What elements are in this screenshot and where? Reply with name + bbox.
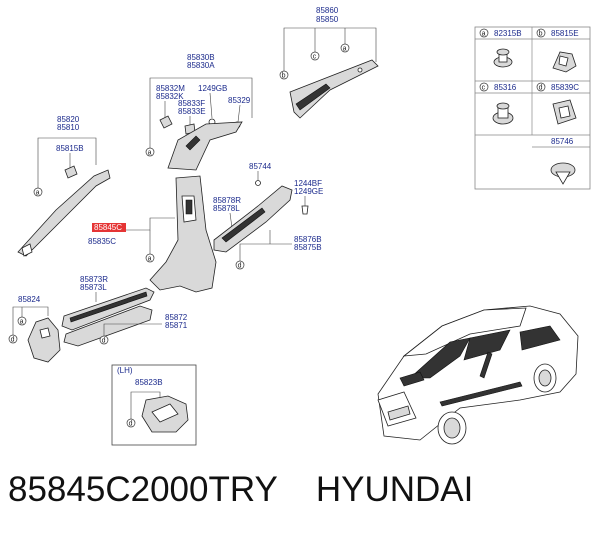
svg-text:b: b <box>539 31 543 38</box>
c-pillar-trim <box>289 59 379 119</box>
legend-letter-a: a <box>479 28 489 38</box>
kick-panel-label: 85824 <box>18 295 41 304</box>
callout-a-a-pillar: a <box>33 187 43 197</box>
callout-d-sill: d <box>99 335 109 345</box>
lh-box-label: 85823B <box>135 378 163 387</box>
svg-text:d: d <box>539 85 543 92</box>
rear-label-1244bf: 1244BF <box>294 179 322 188</box>
c-pillar-label-2: 85850 <box>316 15 339 24</box>
clip-85815e-drawing <box>552 51 577 73</box>
rear-label-1249ge: 1249GE <box>294 187 323 196</box>
brand-name: HYUNDAI <box>315 470 474 509</box>
svg-text:a: a <box>343 46 347 53</box>
b-upper-sub-3: 1249GB <box>198 84 227 93</box>
b-pillar-lower-trim <box>149 175 217 293</box>
sill-label-1: 85873R <box>80 275 108 284</box>
svg-text:d: d <box>102 338 106 345</box>
callout-d-kick: d <box>8 334 18 344</box>
car-illustration <box>377 305 579 445</box>
c-pillar-group: 85860 85850 b c a <box>279 6 379 119</box>
b-upper-sub-5: 85833E <box>178 107 206 116</box>
svg-text:c: c <box>482 85 486 92</box>
rear-label-85744: 85744 <box>249 162 272 171</box>
rear-label-85878l: 85878L <box>213 204 240 213</box>
legend-code-e: 85746 <box>551 137 574 146</box>
sill-label-4: 85871 <box>165 321 188 330</box>
callout-a-b-lower: a <box>145 253 155 263</box>
callout-a-c-pillar: a <box>340 43 350 53</box>
callout-a-b-upper: a <box>145 147 155 157</box>
legend-letter-b: b <box>536 28 546 38</box>
a-pillar-label-2: 85810 <box>57 123 80 132</box>
clip-85839c-drawing <box>552 99 577 125</box>
svg-text:b: b <box>282 73 286 80</box>
svg-text:d: d <box>11 337 15 344</box>
legend-letter-c: c <box>479 82 489 92</box>
clip-85746-drawing <box>550 162 576 185</box>
b-lower-label-2: 85835C <box>88 237 116 246</box>
rear-label-85876b: 85876B <box>294 235 322 244</box>
b-pillar-upper-trim <box>167 121 243 171</box>
svg-text:a: a <box>148 150 152 157</box>
callout-a-kick: a <box>17 316 27 326</box>
b-lower-label-highlight[interactable]: 85845C <box>94 223 122 232</box>
legend-code-d: 85839C <box>551 83 579 92</box>
callout-d-lh: d <box>126 418 136 428</box>
part-caption: 85845C2000TRY HYUNDAI <box>8 470 598 510</box>
svg-text:d: d <box>129 421 133 428</box>
rear-label-85875b: 85875B <box>294 243 322 252</box>
legend-code-c: 85316 <box>494 83 517 92</box>
a-pillar-label-1: 85820 <box>57 115 80 124</box>
callout-b-c-pillar: b <box>279 70 289 80</box>
rear-label-85878r: 85878R <box>213 196 241 205</box>
b-upper-label-1: 85830B <box>187 53 215 62</box>
svg-text:a: a <box>482 31 486 38</box>
b-upper-sub-1: 85832M <box>156 84 185 93</box>
clip-82315b-drawing <box>493 48 513 68</box>
kick-panel-trim <box>27 317 61 363</box>
lh-box-group: (LH) 85823B d <box>111 364 197 446</box>
legend-table: a 82315B b 85815E c 85316 d 85839C 85746 <box>474 26 591 190</box>
svg-text:a: a <box>148 256 152 263</box>
b-upper-label-2: 85830A <box>187 61 215 70</box>
legend-letter-d: d <box>536 82 546 92</box>
a-pillar-group: 85820 85810 85815B a <box>17 115 111 257</box>
sill-group: 85873R 85873L 85872 85871 d <box>61 275 188 347</box>
svg-text:a: a <box>36 190 40 197</box>
callout-d-rear: d <box>235 260 245 270</box>
b-pillar-lower-group: 85845C 85835C a <box>88 175 217 293</box>
sill-label-3: 85872 <box>165 313 188 322</box>
callout-c-c-pillar: c <box>310 51 320 61</box>
sill-label-2: 85873L <box>80 283 107 292</box>
clip-85316-drawing <box>492 102 514 125</box>
c-pillar-label-1: 85860 <box>316 6 339 15</box>
legend-code-b: 85815E <box>551 29 579 38</box>
highlight-box <box>92 223 126 232</box>
lh-box-title: (LH) <box>117 366 133 375</box>
svg-text:d: d <box>238 263 242 270</box>
part-number: 85845C2000TRY <box>8 470 278 509</box>
b-upper-sub-6: 85329 <box>228 96 251 105</box>
svg-text:c: c <box>313 54 317 61</box>
b-pillar-upper-group: 85830B 85830A 85832M 85832K 1249GB 85833… <box>145 53 253 171</box>
b-upper-sub-4: 85833F <box>178 99 205 108</box>
rear-trim-group: 85744 1244BF 1249GE 85878R 85878L 85876B… <box>213 162 323 270</box>
a-pillar-trim <box>17 169 111 257</box>
a-pillar-clip-label: 85815B <box>56 144 84 153</box>
b-upper-sub-2: 85832K <box>156 92 184 101</box>
kick-panel-group: 85824 a d <box>8 295 61 363</box>
svg-text:a: a <box>20 319 24 326</box>
front-sill-trim <box>63 305 153 347</box>
legend-code-a: 82315B <box>494 29 522 38</box>
